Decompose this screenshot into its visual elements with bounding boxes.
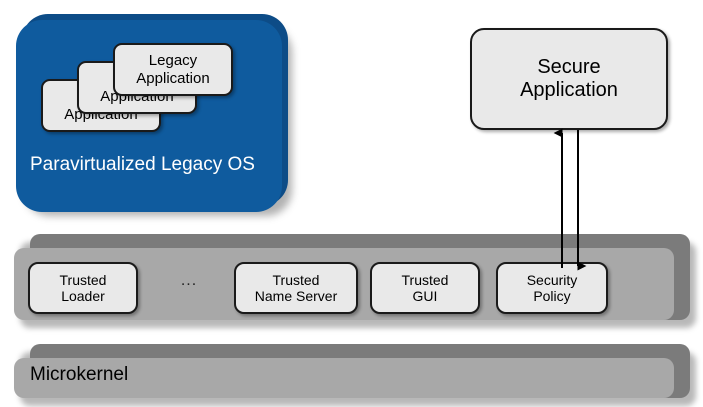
trusted-gui-label: Trusted GUI xyxy=(401,271,449,304)
trusted-name-server-box[interactable]: Trusted Name Server xyxy=(234,262,358,314)
microkernel-label: Microkernel xyxy=(30,364,129,385)
secure-application-box[interactable]: Secure Application xyxy=(470,28,668,130)
microkernel-layer xyxy=(14,344,696,406)
paravirtualized-legacy-os-label: Paravirtualized Legacy OS xyxy=(30,154,255,175)
trusted-gui-box[interactable]: Trusted GUI xyxy=(370,262,480,314)
legacy-application-box-1[interactable]: Legacy Application xyxy=(113,43,233,96)
trusted-name-server-label: Trusted Name Server xyxy=(254,271,338,304)
secure-application-label: Secure Application xyxy=(520,55,618,101)
trusted-loader-box[interactable]: Trusted Loader xyxy=(28,262,138,314)
legacy-application-label-1: Legacy Application xyxy=(136,52,210,87)
services-ellipsis: ... xyxy=(180,272,198,289)
kernel-slab-front-face xyxy=(14,358,674,398)
security-policy-label: Security Policy xyxy=(526,271,578,304)
trusted-loader-label: Trusted Loader xyxy=(59,271,107,304)
security-policy-box[interactable]: Security Policy xyxy=(496,262,608,314)
